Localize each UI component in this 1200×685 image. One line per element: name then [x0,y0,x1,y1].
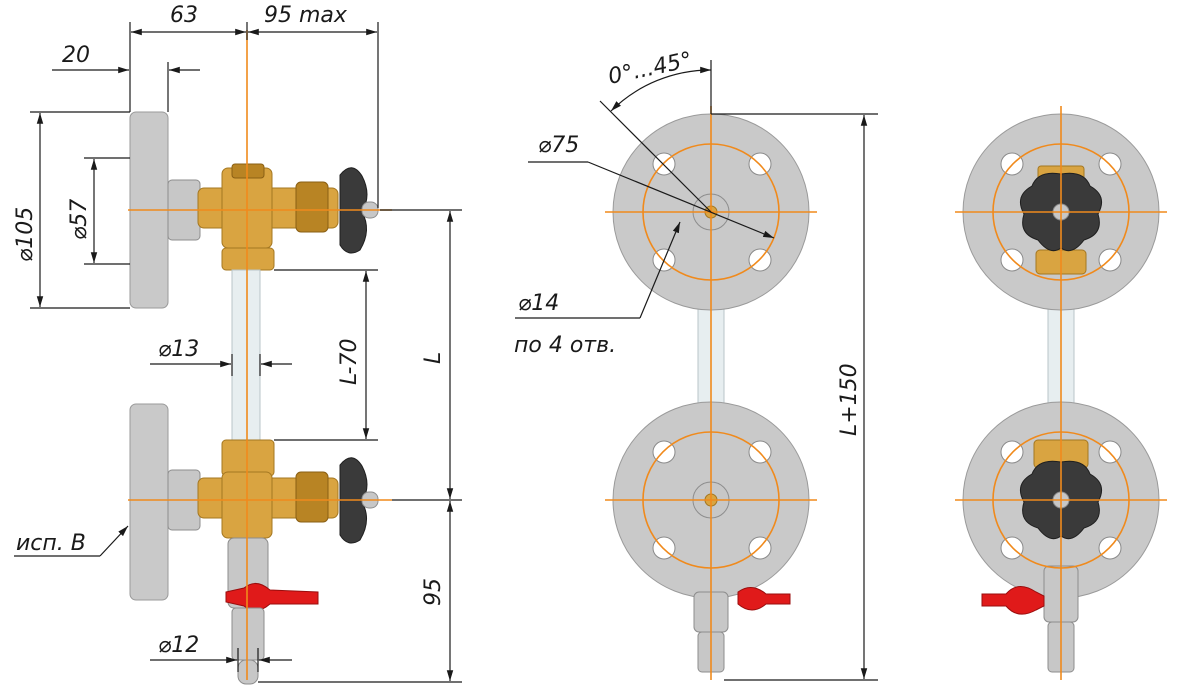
dim-L70: L-70 [337,339,362,385]
dim-dia75: ⌀75 [538,133,579,158]
dim-L150: L+150 [837,363,862,436]
lower-flange [129,403,169,601]
dim-95max: 95 max [264,3,348,28]
label-holes: по 4 отв. [514,333,616,358]
side-view: 63 95 max 20 ⌀105 ⌀57 ⌀13 L-70 L [13,3,462,685]
dim-dia105: ⌀105 [13,207,38,262]
dim-95: 95 [421,578,446,606]
lower-valve-nut-top [221,439,275,477]
lower-valve-side-nut [295,471,329,523]
front-lower-bolt-circle [642,431,780,569]
drain-outlet [231,607,265,661]
dim-dia14: ⌀14 [518,291,559,316]
dim-dia57: ⌀57 [67,199,92,240]
dim-dia12: ⌀12 [158,633,199,658]
front-view: 0°...45° ⌀75 ⌀14 по 4 отв. L+150 [514,48,878,681]
drain-nozzle [237,659,259,685]
upper-valve-side-nut [295,181,329,233]
front-upper-bolt-circle [642,143,780,281]
rear-view [955,106,1167,680]
dim-63: 63 [170,3,198,28]
rear-lower-bolt-circle [992,431,1130,569]
rear-upper-bolt-circle [992,143,1130,281]
front-drain-lever [737,587,791,611]
dim-75-line [587,161,775,239]
upper-valve-bottom-nut [221,247,275,271]
dim-20: 20 [62,43,90,68]
upper-valve-nut-top [231,163,265,179]
dim-dia13: ⌀13 [158,337,199,362]
glass-tube [231,269,261,445]
angle-arc [610,66,712,112]
dim-L: L [421,352,446,364]
label-isp-b: исп. B [16,531,86,556]
rear-drain-lever [981,586,1045,615]
